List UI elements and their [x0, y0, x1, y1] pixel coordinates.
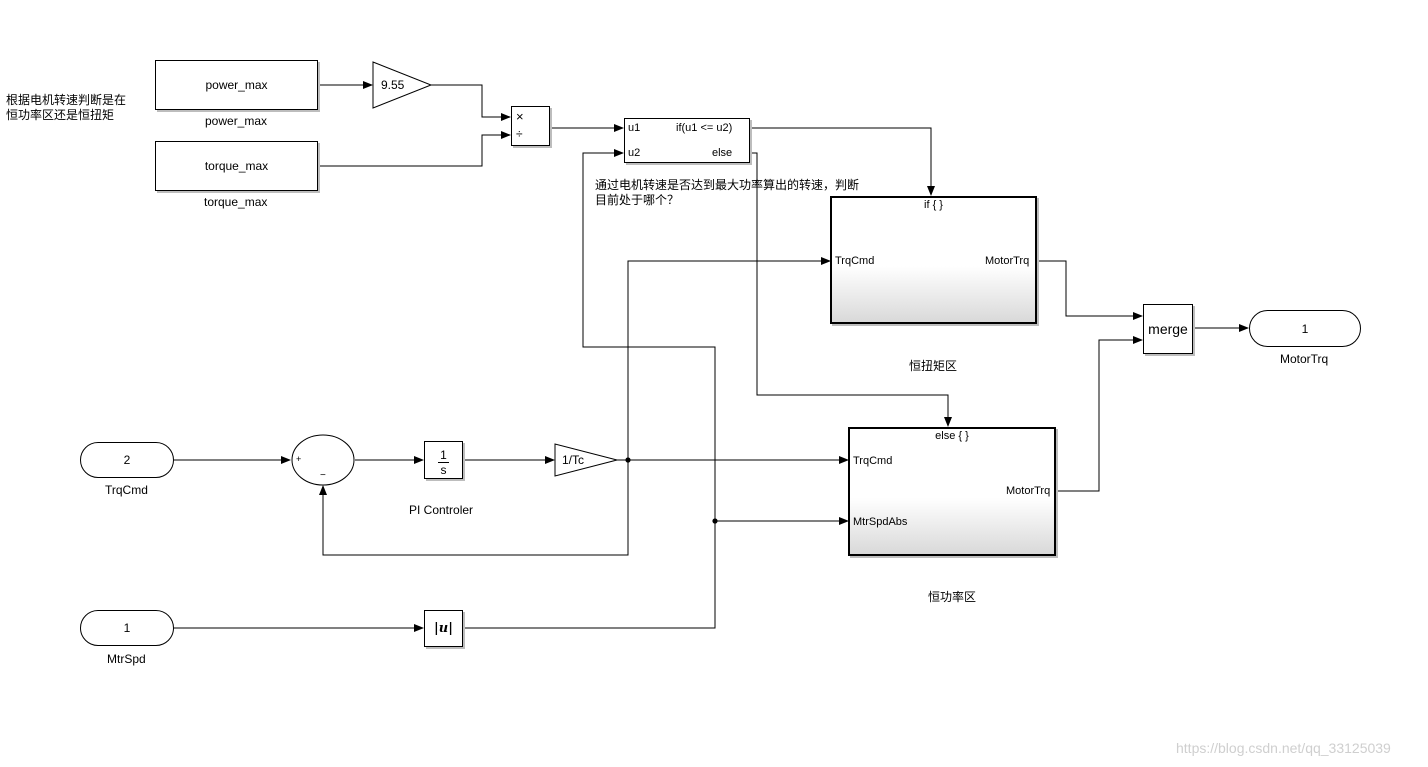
if-action-subsystem[interactable]: if { } TrqCmd MotorTrq [830, 196, 1037, 324]
annotation-mid: 通过电机转速是否达到最大功率算出的转速，判断 目前处于哪个？ [595, 178, 859, 208]
torque-max-caption: torque_max [204, 195, 268, 209]
sum-plus-sign: + [296, 454, 302, 464]
annotation-left-line1: 根据电机转速判断是在 [6, 93, 127, 107]
if-subsystem-in-trqcmd: TrqCmd [835, 255, 875, 267]
watermark: https://blog.csdn.net/qq_33125039 [1176, 740, 1391, 756]
if-subsystem-out-motortrq: MotorTrq [985, 255, 1030, 267]
wire-torquemax-product [318, 131, 511, 167]
integrator-fraction-bar [438, 462, 449, 463]
gain-tc-block-shape [554, 443, 618, 477]
inport-trqcmd-caption: TrqCmd [105, 483, 148, 497]
branch-point-abs [712, 518, 718, 524]
wire-gain-if-trqcmd [627, 257, 831, 460]
else-subsystem-in-mtrspdabs: MtrSpdAbs [853, 516, 908, 528]
branch-point-gain [625, 457, 631, 463]
gain-tc-text[interactable]: 1/Tc [562, 453, 585, 467]
if-region-label: 恒扭矩区 [909, 359, 958, 373]
wire-else-action [750, 152, 952, 427]
sum-block-shape [291, 434, 355, 486]
product-block[interactable]: × ÷ [511, 106, 550, 146]
abs-block[interactable]: |u| [424, 610, 463, 647]
inport-mtrspd[interactable]: 1 [80, 610, 174, 646]
inport-trqcmd[interactable]: 2 [80, 442, 174, 478]
wire-gain-product [431, 84, 511, 121]
else-subsystem-out-motortrq: MotorTrq [1006, 485, 1051, 497]
if-condition: if(u1 <= u2) [676, 122, 733, 134]
integrator-block[interactable]: 1 s [424, 441, 463, 479]
else-action-subsystem[interactable]: else { } TrqCmd MtrSpdAbs MotorTrq [848, 427, 1056, 556]
abs-text: |u| [434, 621, 453, 636]
divide-icon: ÷ [516, 127, 523, 141]
sum-minus-sign: − [320, 470, 326, 481]
inport-mtrspd-caption: MtrSpd [107, 652, 146, 666]
else-region-label: 恒功率区 [928, 590, 977, 604]
if-port-u1: u1 [628, 122, 641, 134]
wire-feedback [319, 460, 629, 556]
annotation-mid-line1: 通过电机转速是否达到最大功率算出的转速，判断 [595, 178, 860, 192]
merge-block[interactable]: merge [1143, 304, 1193, 354]
gain-block-shape [372, 61, 433, 109]
power-max-caption: power_max [205, 114, 268, 128]
outport-number: 1 [1301, 321, 1309, 336]
outport-motortrq[interactable]: 1 [1249, 310, 1361, 347]
wire-if-action [750, 127, 935, 196]
inport-mtrspd-number: 1 [123, 621, 131, 635]
merge-text: merge [1148, 321, 1188, 337]
annotation-mid-line2: 目前处于哪个？ [595, 193, 680, 207]
wire-abs-u2 [463, 149, 716, 629]
else-subsystem-in-trqcmd: TrqCmd [853, 455, 893, 467]
torque-max-text: torque_max [204, 159, 269, 173]
integrator-denominator: s [440, 463, 447, 477]
gain-text[interactable]: 9.55 [381, 78, 405, 92]
annotation-left-line2: 恒功率区还是恒扭矩 [6, 108, 115, 122]
multiply-icon: × [516, 109, 524, 124]
pi-controller-label: PI Controler [409, 503, 474, 517]
else-subsystem-title: else { } [935, 430, 969, 442]
if-port-u2: u2 [628, 147, 641, 159]
annotation-left: 根据电机转速判断是在 恒功率区还是恒扭矩 [6, 93, 126, 123]
integrator-numerator: 1 [440, 448, 447, 462]
torque-max-block[interactable]: torque_max [155, 141, 318, 191]
power-max-text: power_max [205, 78, 268, 92]
if-block[interactable]: u1 u2 if(u1 <= u2) else [624, 118, 750, 163]
power-max-block[interactable]: power_max [155, 60, 318, 110]
if-else-port: else [712, 147, 733, 159]
outport-caption: MotorTrq [1280, 352, 1329, 366]
if-subsystem-title: if { } [924, 199, 943, 211]
inport-trqcmd-number: 2 [123, 453, 131, 467]
wire-else-merge [1056, 336, 1143, 492]
wire-if-merge [1037, 260, 1143, 320]
